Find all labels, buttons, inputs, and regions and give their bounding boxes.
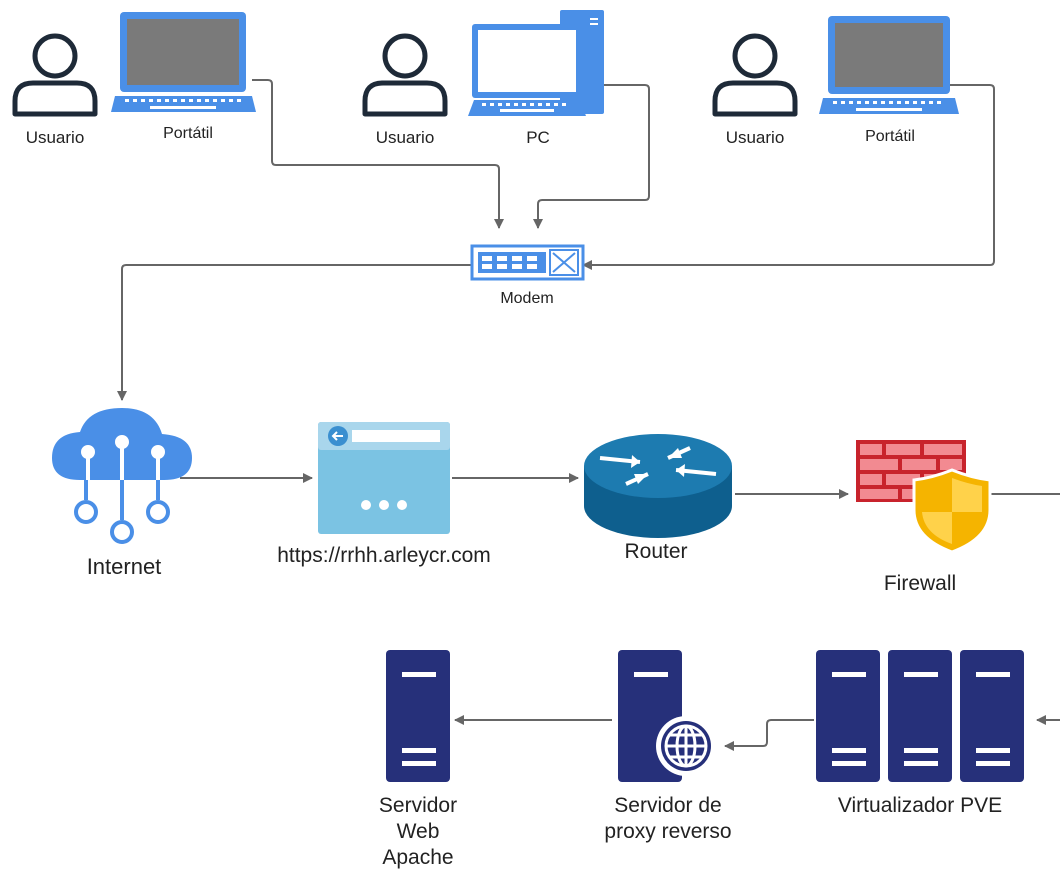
connector-virtualizer-proxy — [724, 719, 814, 751]
apache-label-line2: Web — [397, 820, 440, 843]
proxy-label-line2: proxy reverso — [604, 820, 731, 843]
browser-icon — [318, 422, 450, 534]
laptop-icon — [819, 16, 959, 114]
proxy-label-line1: Servidor de — [614, 794, 721, 817]
connector-laptop1-modem — [252, 79, 504, 229]
internet-label: Internet — [87, 554, 162, 579]
connector-modem-internet — [117, 264, 472, 401]
user-icon — [712, 33, 798, 117]
laptop2-label: Portátil — [865, 128, 915, 145]
globe-icon — [664, 724, 708, 768]
connector-pc-modem — [533, 84, 650, 229]
server-icon — [960, 650, 1024, 782]
modem-icon — [470, 244, 585, 281]
pc-label: PC — [526, 128, 550, 147]
router-icon — [584, 434, 732, 538]
apache-label-line1: Servidor — [379, 794, 457, 817]
website-label: https://rrhh.arleycr.com — [277, 544, 491, 567]
firewall-icon — [856, 440, 992, 554]
router-label: Router — [624, 540, 687, 563]
server-icon — [888, 650, 952, 782]
user1-label: Usuario — [26, 128, 85, 147]
virtualizer-label: Virtualizador PVE — [838, 794, 1002, 817]
connectors — [117, 79, 1060, 751]
user2-label: Usuario — [376, 128, 435, 147]
laptop-icon — [111, 12, 256, 112]
apache-label-line3: Apache — [382, 846, 453, 869]
user-icon — [362, 33, 448, 117]
server-icon — [618, 650, 716, 782]
user3-label: Usuario — [726, 128, 785, 147]
server-icon — [386, 650, 450, 782]
modem-label: Modem — [500, 290, 553, 307]
connector-laptop2-modem — [582, 84, 995, 270]
laptop1-label: Portátil — [163, 125, 213, 142]
firewall-label: Firewall — [884, 572, 956, 595]
cloud-icon — [52, 408, 192, 544]
user-icon — [12, 33, 98, 117]
pc-icon — [468, 10, 604, 116]
server-icon — [816, 650, 880, 782]
